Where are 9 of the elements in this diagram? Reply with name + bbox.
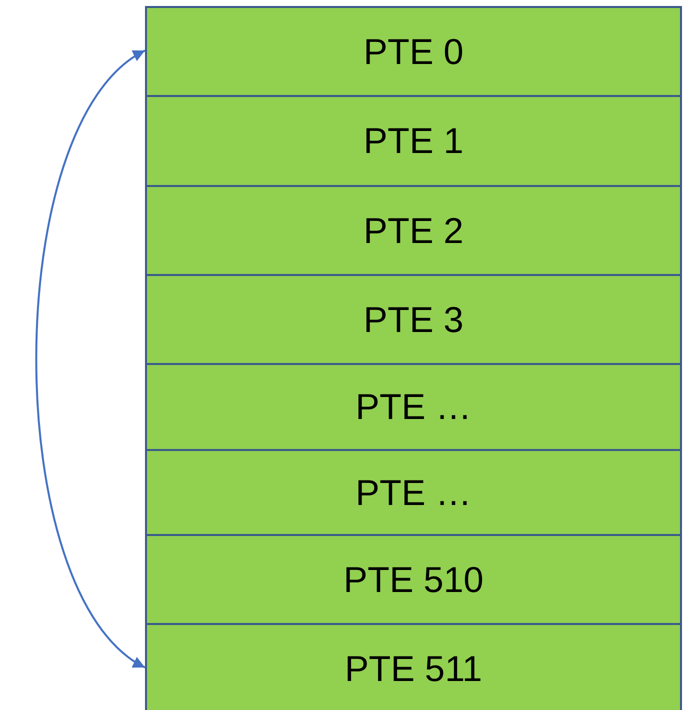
table-entry-row: PTE 2 — [145, 185, 682, 276]
table-entry-row: PTE … — [145, 449, 682, 536]
table-entry-row: PTE … — [145, 363, 682, 451]
table-entry-row: PTE 0 — [145, 6, 682, 97]
table-entry-row: PTE 1 — [145, 95, 682, 187]
table-entry-row: PTE 3 — [145, 274, 682, 365]
curved-arrow — [35, 50, 146, 668]
table-entry-row: PTE 511 — [145, 623, 682, 710]
table-entry-row: PTE 510 — [145, 534, 682, 625]
